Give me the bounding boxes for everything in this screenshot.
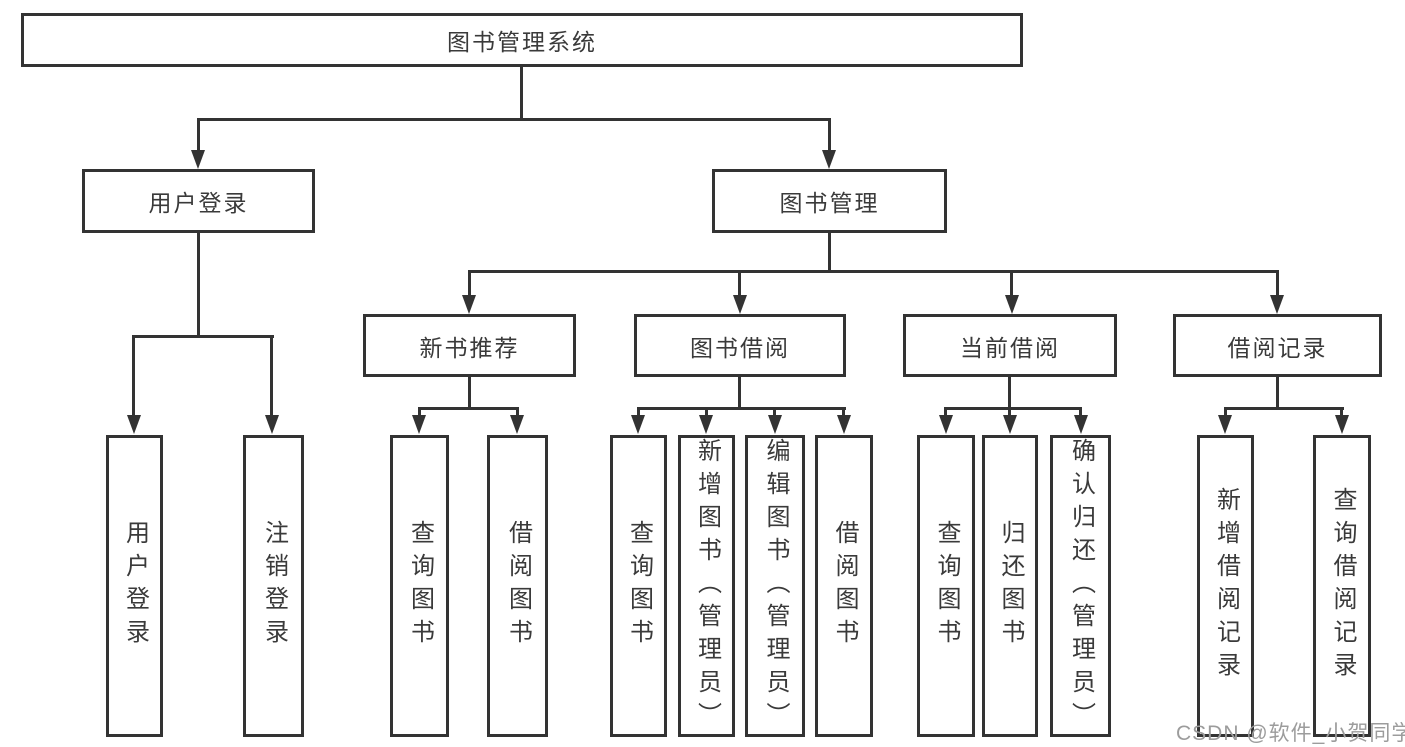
connector-line (1224, 407, 1227, 417)
node-new-book-recommend: 新书推荐 (363, 314, 576, 377)
connector-line (1079, 407, 1082, 417)
arrow-down-icon (699, 415, 713, 434)
arrow-down-icon (939, 415, 953, 434)
leaf-return-books-label: 归还图书 (997, 520, 1024, 652)
node-book-borrow: 图书借阅 (634, 314, 846, 377)
node-book-management-label: 图书管理 (779, 190, 880, 216)
leaf-logout: 注销登录 (243, 435, 304, 737)
connector-line (1010, 270, 1013, 296)
leaf-edit-books-admin: 编辑图书（管理员） (745, 435, 805, 737)
connector-line (637, 407, 846, 410)
arrow-down-icon (733, 295, 747, 314)
leaf-query-books-2-label: 查询图书 (625, 520, 653, 652)
arrow-down-icon (768, 415, 782, 434)
connector-line (468, 270, 471, 296)
node-root-label: 图书管理系统 (447, 29, 597, 55)
connector-line (1008, 377, 1011, 408)
node-borrow-records: 借阅记录 (1173, 314, 1382, 377)
leaf-user-login: 用户登录 (106, 435, 163, 737)
arrow-down-icon (462, 295, 476, 314)
connector-line (773, 407, 776, 417)
connector-line (828, 118, 831, 151)
node-book-borrow-label: 图书借阅 (690, 334, 790, 361)
node-user-login: 用户登录 (82, 169, 315, 233)
watermark: CSDN @软件_小贺同学 (1176, 722, 1405, 745)
leaf-query-books-1-label: 查询图书 (406, 520, 434, 652)
connector-line (516, 407, 519, 417)
leaf-return-books: 归还图书 (982, 435, 1038, 737)
arrow-down-icon (1003, 415, 1017, 434)
arrow-down-icon (412, 415, 426, 434)
leaf-add-books-admin: 新增图书（管理员） (678, 435, 735, 737)
leaf-borrow-books-1: 借阅图书 (487, 435, 548, 737)
node-new-book-recommend-label: 新书推荐 (419, 334, 520, 361)
leaf-add-borrow-record: 新增借阅记录 (1197, 435, 1254, 737)
connector-line (520, 67, 523, 121)
leaf-query-borrow-record: 查询借阅记录 (1313, 435, 1371, 737)
leaf-query-books-1: 查询图书 (390, 435, 449, 737)
leaf-query-books-3: 查询图书 (917, 435, 975, 737)
leaf-add-books-admin-label: 新增图书（管理员） (693, 438, 721, 735)
leaf-borrow-books-1-label: 借阅图书 (504, 520, 532, 652)
connector-line (842, 407, 845, 417)
leaf-user-login-label: 用户登录 (121, 520, 149, 652)
arrow-down-icon (1074, 415, 1088, 434)
node-current-borrow-label: 当前借阅 (960, 334, 1060, 361)
node-user-login-label: 用户登录 (148, 190, 249, 216)
connector-line (197, 118, 831, 121)
connector-line (468, 270, 1279, 273)
arrow-down-icon (822, 150, 836, 169)
connector-line (738, 377, 741, 408)
arrow-down-icon (1335, 415, 1349, 434)
connector-line (197, 233, 200, 335)
arrow-down-icon (127, 415, 141, 434)
leaf-query-books-2: 查询图书 (610, 435, 667, 737)
connector-line (705, 407, 708, 417)
node-book-management: 图书管理 (712, 169, 947, 233)
connector-line (944, 407, 947, 417)
connector-line (132, 335, 135, 416)
leaf-edit-books-admin-label: 编辑图书（管理员） (762, 438, 789, 735)
connector-line (828, 233, 831, 272)
arrow-down-icon (191, 150, 205, 169)
connector-line (197, 118, 200, 151)
node-current-borrow: 当前借阅 (903, 314, 1117, 377)
connector-line (132, 335, 274, 338)
connector-line (1340, 407, 1343, 417)
arrow-down-icon (1218, 415, 1232, 434)
arrow-down-icon (837, 415, 851, 434)
connector-line (1008, 407, 1011, 417)
arrow-down-icon (631, 415, 645, 434)
arrow-down-icon (1005, 295, 1019, 314)
leaf-borrow-books-2-label: 借阅图书 (831, 520, 858, 652)
connector-line (418, 407, 421, 417)
leaf-confirm-return-admin-label: 确认归还（管理员） (1067, 438, 1095, 735)
connector-line (637, 407, 640, 417)
connector-line (270, 335, 273, 416)
leaf-logout-label: 注销登录 (260, 520, 288, 652)
leaf-borrow-books-2: 借阅图书 (815, 435, 873, 737)
connector-line (1224, 407, 1344, 410)
connector-line (418, 407, 519, 410)
leaf-confirm-return-admin: 确认归还（管理员） (1050, 435, 1111, 737)
connector-line (468, 377, 471, 408)
leaf-query-books-3-label: 查询图书 (933, 520, 960, 652)
connector-line (1276, 377, 1279, 408)
node-root: 图书管理系统 (21, 13, 1023, 67)
leaf-add-borrow-record-label: 新增借阅记录 (1212, 487, 1240, 685)
connector-line (1276, 270, 1279, 296)
arrow-down-icon (265, 415, 279, 434)
connector-line (944, 407, 1082, 410)
arrow-down-icon (1270, 295, 1284, 314)
node-borrow-records-label: 借阅记录 (1227, 334, 1328, 361)
connector-line (738, 270, 741, 296)
leaf-query-borrow-record-label: 查询借阅记录 (1329, 487, 1356, 685)
arrow-down-icon (510, 415, 524, 434)
